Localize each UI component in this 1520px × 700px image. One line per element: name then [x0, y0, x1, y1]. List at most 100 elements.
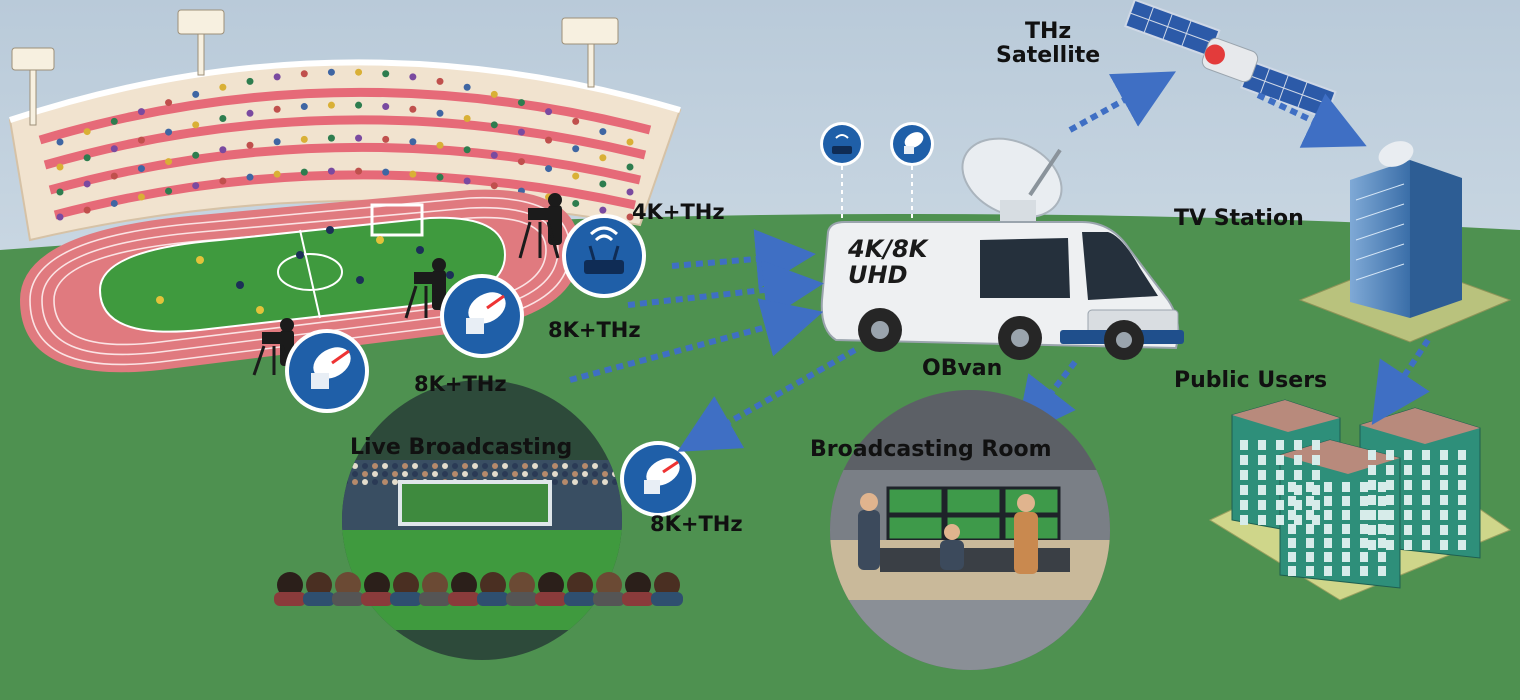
arrow-satellite-to-station — [1256, 92, 1367, 148]
crowd-figure — [382, 70, 390, 78]
building-window — [1440, 495, 1448, 505]
crowd-figure — [596, 572, 622, 598]
building-window — [1458, 465, 1466, 475]
crowd-figure — [219, 83, 227, 91]
arrow-dish-upper-to-van — [627, 260, 824, 320]
crowd-figure — [432, 463, 438, 469]
crowd-figure — [451, 572, 477, 598]
audience-figure — [593, 592, 625, 606]
crowd-figure — [436, 141, 444, 149]
crowd-figure — [442, 463, 448, 469]
crowd-figure — [300, 135, 308, 143]
audience-figure — [535, 592, 567, 606]
stadium — [8, 9, 682, 373]
crowd-figure — [402, 471, 408, 477]
crowd-figure — [654, 572, 680, 598]
dish-badge-icon — [285, 329, 369, 413]
building-window — [1422, 450, 1430, 460]
crowd-figure — [382, 168, 390, 176]
crowd-figure — [436, 173, 444, 181]
building-window — [1240, 515, 1248, 525]
crowd-figure — [602, 471, 608, 477]
building-window — [1378, 552, 1386, 562]
crowd-figure — [327, 68, 335, 76]
crowd-figure — [83, 154, 91, 162]
crowd-figure — [327, 101, 335, 109]
crowd-figure — [572, 471, 578, 477]
building-window — [1360, 482, 1368, 492]
crowd-figure — [599, 180, 607, 188]
crowd-figure — [592, 479, 598, 485]
building-window — [1440, 540, 1448, 550]
van-sign: 4K/8K UHD — [848, 236, 927, 288]
crowd-figure — [192, 151, 200, 159]
van-sign-line2: UHD — [848, 261, 908, 289]
dish-badge-icon — [440, 274, 524, 358]
building-window — [1276, 440, 1284, 450]
building-window — [1422, 540, 1430, 550]
audience-figure — [274, 592, 306, 606]
crowd-figure — [137, 108, 145, 116]
crowd-figure — [382, 479, 388, 485]
crowd-figure — [422, 463, 428, 469]
crowd-figure — [83, 128, 91, 136]
crowd-figure — [83, 206, 91, 214]
live-broadcasting-label: Live Broadcasting — [350, 435, 573, 460]
crowd-figure — [110, 172, 118, 180]
crowd-figure — [572, 172, 580, 180]
crowd-figure — [382, 103, 390, 111]
building-window — [1404, 525, 1412, 535]
crowd-figure — [545, 165, 553, 173]
building-window — [1378, 524, 1386, 534]
building-window — [1360, 496, 1368, 506]
building-window — [1240, 440, 1248, 450]
crowd-figure — [452, 471, 458, 477]
building-window — [1258, 485, 1266, 495]
crowd-figure — [625, 572, 651, 598]
building-window — [1324, 482, 1332, 492]
building-window — [1324, 510, 1332, 520]
building-window — [1404, 495, 1412, 505]
building-window — [1458, 495, 1466, 505]
crowd-figure — [602, 463, 608, 469]
building-window — [1458, 480, 1466, 490]
building-window — [1342, 496, 1350, 506]
building-window — [1288, 482, 1296, 492]
crowd-figure — [522, 463, 528, 469]
crowd-figure — [296, 251, 304, 259]
building-window — [1324, 566, 1332, 576]
crowd-figure — [532, 463, 538, 469]
arrow-dish-lower-to-van — [569, 298, 824, 383]
building-window — [1288, 538, 1296, 548]
building-window — [1306, 552, 1314, 562]
building-window — [1368, 540, 1376, 550]
building-window — [1312, 455, 1320, 465]
audience-figure — [390, 592, 422, 606]
crowd-figure — [355, 167, 363, 175]
building-window — [1294, 500, 1302, 510]
crowd-figure — [56, 213, 64, 221]
building-window — [1386, 510, 1394, 520]
goal-icon — [370, 203, 424, 237]
crowd-figure — [463, 83, 471, 91]
crowd-figure — [482, 463, 488, 469]
crowd-figure — [356, 276, 364, 284]
crowd-figure — [462, 463, 468, 469]
staff-figure — [858, 493, 1038, 574]
crowd-figure — [626, 163, 634, 171]
building-window — [1240, 470, 1248, 480]
crowd-figure — [572, 199, 580, 207]
crowd-figure — [542, 471, 548, 477]
crowd-figure — [246, 141, 254, 149]
crowd-figure — [567, 572, 593, 598]
van-sign-line1: 4K/8K — [848, 235, 928, 263]
building-window — [1324, 538, 1332, 548]
crowd-figure — [137, 193, 145, 201]
van-dish-badge-icon — [890, 122, 934, 222]
building-window — [1458, 450, 1466, 460]
dish-link-upper-label: 8K+THz — [548, 318, 641, 342]
crowd-figure — [306, 572, 332, 598]
crowd-figure — [364, 572, 390, 598]
building-window — [1422, 510, 1430, 520]
crowd-figure — [165, 99, 173, 107]
